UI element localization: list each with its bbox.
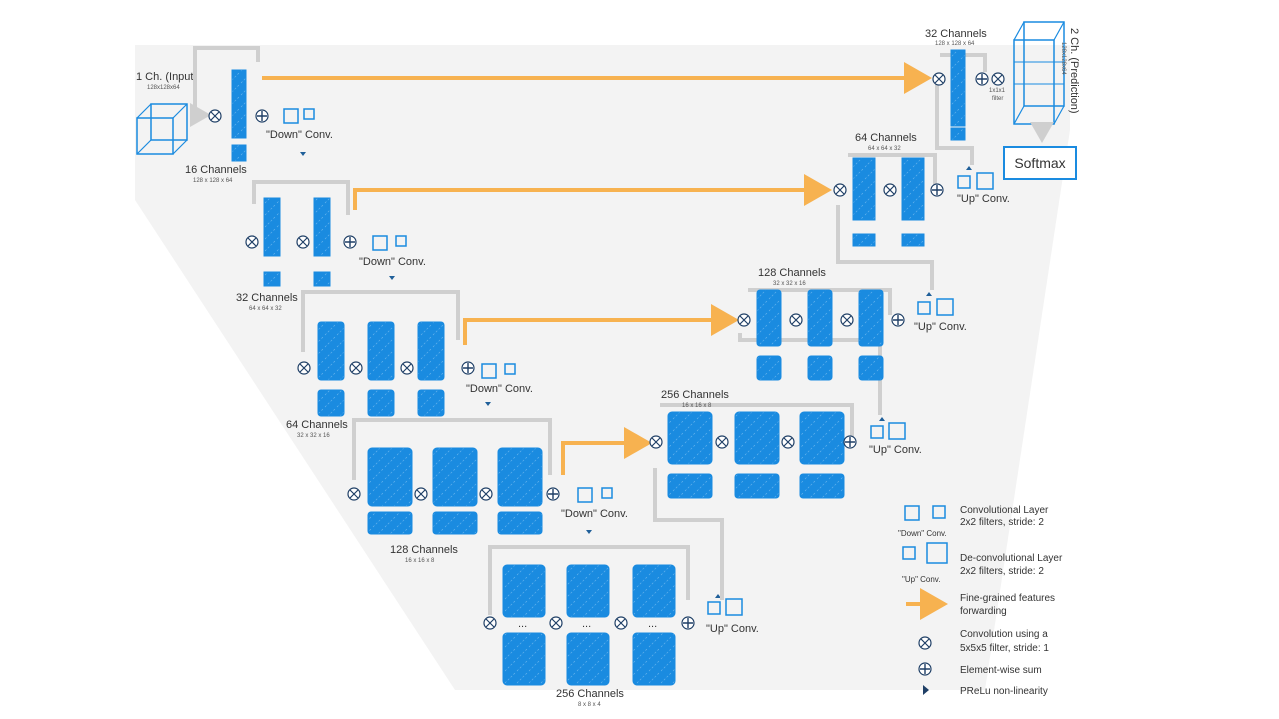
- stage4-feature-maps: [367, 447, 543, 535]
- stage4-connector: [352, 418, 552, 480]
- stage2-feature-maps: [263, 197, 331, 287]
- bottom-ellipsis-3: ...: [648, 618, 657, 630]
- dec3-label: 128 Channels: [758, 267, 826, 279]
- stage3-connector: [301, 290, 460, 352]
- dec2-up-conv-label: "Up" Conv.: [957, 193, 1010, 205]
- dec2-connector: [836, 153, 937, 290]
- dec4-dims: 16 x 16 x 8: [682, 403, 712, 409]
- dec2-label: 64 Channels: [855, 132, 917, 144]
- output-label: 2 Ch. (Prediction): [1068, 28, 1080, 114]
- stage1-dims: 128 x 128 x 64: [193, 178, 233, 184]
- legend-prelu-label: PReLu non-linearity: [960, 686, 1048, 697]
- softmax-box: Softmax: [1003, 146, 1077, 180]
- legend-conv5-desc: 5x5x5 filter, stride: 1: [960, 643, 1049, 654]
- bottom-ellipsis-2: ...: [582, 618, 591, 630]
- legend-conv-layer-title: Convolutional Layer: [960, 505, 1049, 516]
- legend-up-conv-icon: [902, 546, 916, 560]
- dec2-dims: 64 x 64 x 32: [868, 146, 901, 152]
- legend-conv-layer-desc: 2x2 filters, stride: 2: [960, 517, 1044, 528]
- legend-conv5-title: Convolution using a: [960, 629, 1048, 640]
- legend-up-conv-icon-label: "Up" Conv.: [902, 575, 940, 584]
- dec4-connector: [653, 403, 854, 600]
- dec4-up-conv-label: "Up" Conv.: [869, 444, 922, 456]
- legend: "Down" Conv. Convolutional Layer 2x2 fil…: [898, 505, 1063, 697]
- dec2-feature-maps: [852, 157, 925, 247]
- stage4-dims: 16 x 16 x 8: [405, 558, 435, 564]
- legend-forward-desc: forwarding: [960, 606, 1007, 617]
- stage3-down-conv-label: "Down" Conv.: [466, 383, 533, 395]
- stage4-label: 128 Channels: [390, 544, 458, 556]
- bottom-dims: 8 x 8 x 4: [578, 702, 601, 708]
- legend-prelu-icon: [923, 685, 929, 695]
- dec3-dims: 32 x 32 x 16: [773, 281, 806, 287]
- stage2-dims: 64 x 64 x 32: [249, 306, 282, 312]
- final-filter-sub: filter: [992, 96, 1003, 102]
- dec1-dims: 128 x 128 x 64: [935, 41, 975, 47]
- dec4-label: 256 Channels: [661, 389, 729, 401]
- dec3-feature-maps: [756, 289, 884, 381]
- stage2-connector: [252, 180, 350, 215]
- stage1-feature-maps: [231, 69, 247, 162]
- legend-down-conv-icon: [904, 505, 920, 521]
- stage2-down-conv-label: "Down" Conv.: [359, 256, 426, 268]
- bottom-connector: [488, 545, 690, 615]
- input-volume: [136, 103, 188, 155]
- dec1-label: 32 Channels: [925, 28, 987, 40]
- conv-op-glyphs: [210, 74, 1003, 628]
- final-filter-label: 1x1x1: [989, 88, 1006, 94]
- softmax-label: Softmax: [1014, 155, 1066, 171]
- legend-deconv-layer-desc: 2x2 filters, stride: 2: [960, 566, 1044, 577]
- bottom-up-conv-label: "Up" Conv.: [706, 623, 759, 635]
- output-dims: 128x128x64: [1060, 42, 1066, 75]
- input-dims: 128x128x64: [147, 85, 180, 91]
- stage1-skip-connector: [193, 46, 260, 115]
- input-label: 1 Ch. (Input): [136, 71, 197, 83]
- stage3-label: 64 Channels: [286, 419, 348, 431]
- forwarding-arrows: [262, 62, 932, 475]
- stage3-dims: 32 x 32 x 16: [297, 433, 330, 439]
- legend-down-conv-icon-label: "Down" Conv.: [898, 529, 947, 538]
- stage4-down-conv-label: "Down" Conv.: [561, 508, 628, 520]
- stage1-down-conv-icon: [283, 108, 299, 124]
- stage2-label: 32 Channels: [236, 292, 298, 304]
- dec4-feature-maps: [667, 411, 845, 499]
- bottom-feature-maps: [502, 564, 676, 686]
- sum-op-glyphs: [257, 74, 987, 628]
- stage1-label: 16 Channels: [185, 164, 247, 176]
- legend-sum-label: Element-wise sum: [960, 665, 1042, 676]
- dec3-up-conv-label: "Up" Conv.: [914, 321, 967, 333]
- legend-deconv-layer-title: De-convolutional Layer: [960, 553, 1063, 564]
- legend-forward-title: Fine-grained features: [960, 593, 1055, 604]
- stage3-feature-maps: [317, 321, 445, 417]
- bottom-label: 256 Channels: [556, 688, 624, 700]
- dec1-feature-maps: [950, 49, 966, 141]
- stage1-down-conv-label: "Down" Conv.: [266, 129, 333, 141]
- bottom-ellipsis-1: ...: [518, 618, 527, 630]
